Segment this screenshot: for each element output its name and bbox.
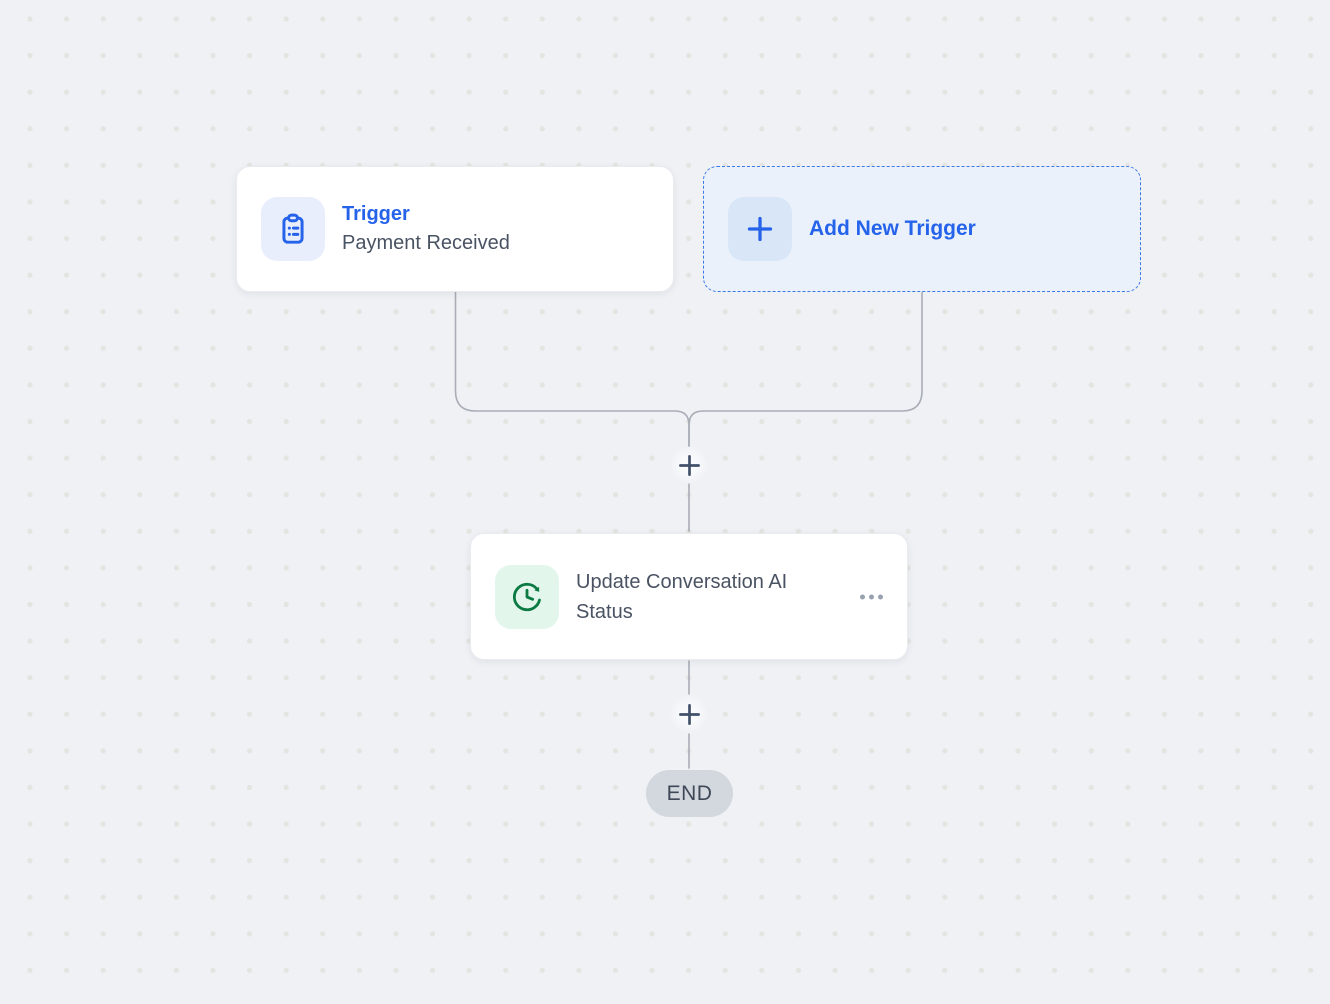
connector-trigger-to-merge: [454, 291, 690, 447]
connector-addtrigger-to-merge: [688, 291, 923, 447]
trigger-node-label: Trigger: [342, 203, 410, 225]
add-new-trigger-button[interactable]: Add New Trigger: [703, 166, 1141, 292]
end-node: END: [646, 770, 733, 817]
trigger-node-name: Payment Received: [342, 232, 510, 254]
end-node-label: END: [666, 781, 713, 805]
add-step-button-top[interactable]: [670, 446, 708, 484]
action-node-update-conversation-ai-status[interactable]: Update Conversation AI Status: [470, 533, 908, 660]
add-new-trigger-label: Add New Trigger: [809, 217, 976, 240]
plus-icon: [728, 197, 792, 261]
add-step-button-bottom[interactable]: [670, 695, 708, 733]
clipboard-list-icon: [261, 197, 325, 261]
clock-refresh-icon: [495, 564, 559, 629]
more-options-icon[interactable]: [858, 588, 885, 605]
action-node-title: Update Conversation AI Status: [576, 570, 788, 623]
trigger-node-text: Trigger Payment Received: [342, 200, 510, 258]
trigger-node[interactable]: Trigger Payment Received: [236, 166, 674, 292]
